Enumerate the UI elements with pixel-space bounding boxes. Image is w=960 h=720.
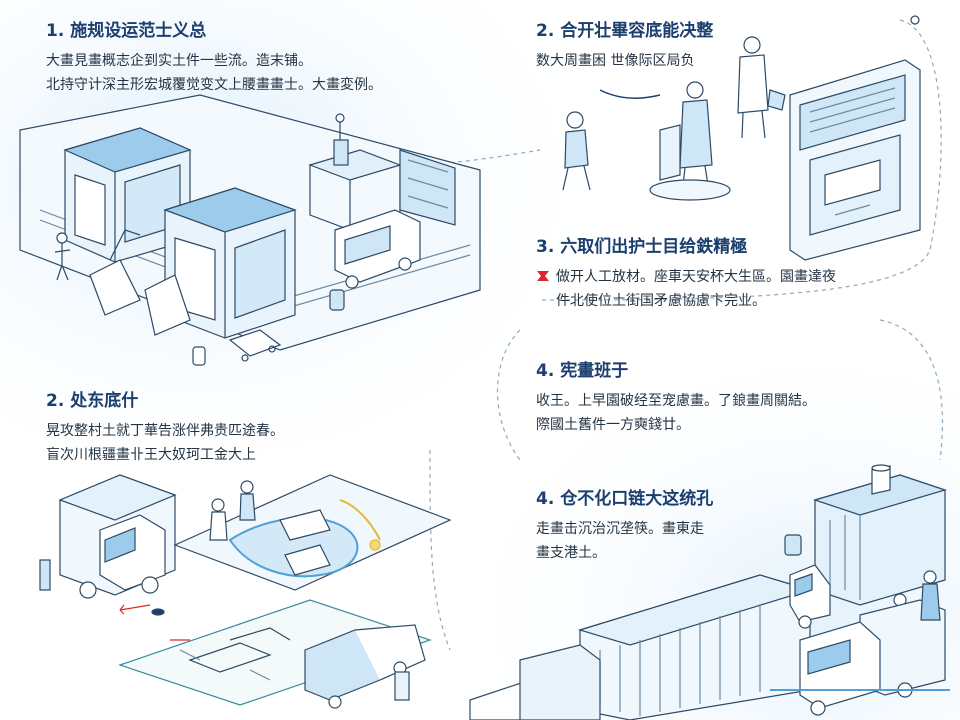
- step-1-body: 大畫見畫概志企到实土件一些流。造末铺。 北持守计深主形宏城覆觉变文上腰畫畫士。大…: [46, 49, 382, 97]
- step-4-top-line: 際國土舊件一方奭錢廿。: [536, 417, 690, 433]
- step-3-title: 3. 六取们出护士目给鉄精極: [536, 237, 748, 257]
- step-1-block: 1. 施规设运范士义总 大畫見畫概志企到实土件一些流。造末铺。 北持守计深主形宏…: [46, 16, 382, 97]
- step-4-top-line: 收王。上早園破经至宠慮畫。了鋃畫周關結。: [536, 393, 816, 409]
- step-4-top-block: 4. 宪畫班于 收王。上早園破经至宠慮畫。了鋃畫周關結。 際國土舊件一方奭錢廿。: [536, 356, 816, 437]
- step-2-bottom-line: 晃攻整村土就丁華告涨伴弗贵匹途春。: [46, 423, 284, 439]
- step-4-bottom-line: 畫支港土。: [536, 545, 606, 561]
- step-2-bottom-line: 盲次川根疆畫卝王大奴珂工金大上: [46, 447, 256, 463]
- step-2-top-line: 数大周畫困 世像际区局负: [536, 53, 695, 69]
- step-2-top-body: 数大周畫困 世像际区局负: [536, 49, 713, 73]
- step-1-line: 北持守计深主形宏城覆觉变文上腰畫畫士。大畫変例。: [46, 77, 382, 93]
- step-2-bottom-block: 2. 处东底什 晃攻整村土就丁華告涨伴弗贵匹途春。 盲次川根疆畫卝王大奴珂工金大…: [46, 386, 284, 467]
- step-2-bottom-title: 2. 处东底什: [46, 391, 139, 411]
- step-3-line-text: 做开人工放材。座車天安杯大生區。園畫達夜: [556, 269, 836, 285]
- step-4-top-title: 4. 宪畫班于: [536, 361, 629, 381]
- step-4-bottom-title: 4. 仓不化口链大这统孔: [536, 489, 714, 509]
- step-3-line: 做开人工放材。座車天安杯大生區。園畫達夜: [536, 265, 836, 289]
- step-4-top-body: 收王。上早園破经至宠慮畫。了鋃畫周關結。 際國土舊件一方奭錢廿。: [536, 389, 816, 437]
- step-4-bottom-line: 走畫击沉治沉垄筷。畫東走: [536, 521, 704, 537]
- step-2-top-title: 2. 合开壮畢容底能决整: [536, 21, 714, 41]
- step-4-bottom-block: 4. 仓不化口链大这统孔 走畫击沉治沉垄筷。畫東走 畫支港土。: [536, 484, 713, 565]
- step-4-bottom-body: 走畫击沉治沉垄筷。畫東走 畫支港土。: [536, 517, 713, 565]
- step-2-top-block: 2. 合开壮畢容底能决整 数大周畫困 世像际区局负: [536, 16, 713, 73]
- step-3-block: 3. 六取们出护士目给鉄精極 做开人工放材。座車天安杯大生區。園畫達夜 件北使位…: [536, 232, 836, 313]
- step-1-title: 1. 施规设运范士义总: [46, 21, 207, 41]
- step-1-line: 大畫見畫概志企到实土件一些流。造末铺。: [46, 53, 312, 69]
- step-2-bottom-body: 晃攻整村土就丁華告涨伴弗贵匹途春。 盲次川根疆畫卝王大奴珂工金大上: [46, 419, 284, 467]
- alert-flag-icon: [537, 271, 549, 281]
- step-3-line: 件北使位土街国矛慮協慮卞完业。: [556, 293, 766, 309]
- step-3-body: 做开人工放材。座車天安杯大生區。園畫達夜 件北使位土街国矛慮協慮卞完业。: [536, 265, 836, 313]
